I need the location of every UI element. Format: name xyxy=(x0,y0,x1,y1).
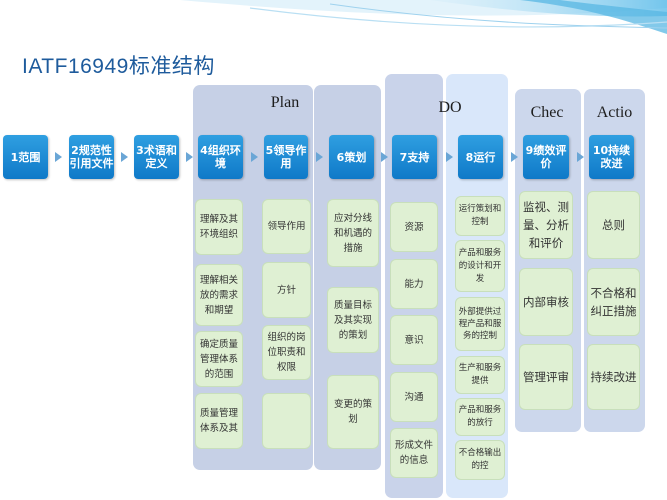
arrow-5-6 xyxy=(316,152,323,162)
c7-sub-1: 资源 xyxy=(390,202,438,252)
c7-sub-3: 意识 xyxy=(390,315,438,365)
arrow-7-8 xyxy=(446,152,453,162)
phase-act-label: Actio xyxy=(596,104,633,121)
c10-sub-3: 持续改进 xyxy=(587,344,640,410)
c6-sub-1: 应对分线和机遇的措施 xyxy=(327,199,379,267)
clause-6-box: 6策划 xyxy=(329,135,374,179)
c8-sub-5: 产品和服务的放行 xyxy=(455,398,505,436)
c4-sub-2: 理解相关放的需求和期望 xyxy=(195,264,243,326)
c8-sub-1: 运行策划和控制 xyxy=(455,196,505,236)
arrow-4-5 xyxy=(251,152,258,162)
phase-check-label: Chec xyxy=(530,104,564,121)
c10-sub-1: 总则 xyxy=(587,191,640,259)
arrow-8-9 xyxy=(511,152,518,162)
phase-plan-label: Plan xyxy=(270,94,300,111)
arrow-9-10 xyxy=(577,152,584,162)
arrow-6-7 xyxy=(381,152,388,162)
c5-sub-4 xyxy=(262,393,311,449)
clause-10-box: 10持续改进 xyxy=(589,135,634,179)
arrow-1-2 xyxy=(55,152,62,162)
c5-sub-3: 组织的岗位职责和权限 xyxy=(262,325,311,380)
arrow-3-4 xyxy=(186,152,193,162)
c8-sub-2: 产品和服务的设计和开发 xyxy=(455,240,505,292)
phase-do-label: DO xyxy=(438,99,462,116)
c7-sub-5: 形成文件的信息 xyxy=(390,428,438,478)
c8-sub-3: 外部提供过程产品和服务的控制 xyxy=(455,297,505,351)
c4-sub-1: 理解及其环境组织 xyxy=(195,199,243,255)
c7-sub-4: 沟通 xyxy=(390,372,438,422)
c8-sub-4: 生产和服务提供 xyxy=(455,356,505,394)
c8-sub-6: 不合格输出的控 xyxy=(455,440,505,480)
c6-sub-2: 质量目标及其实现的策划 xyxy=(327,287,379,353)
c4-sub-4: 质量管理体系及其 xyxy=(195,393,243,449)
c6-sub-3: 变更的策划 xyxy=(327,375,379,449)
clause-3-box: 3术语和定义 xyxy=(134,135,179,179)
c10-sub-2: 不合格和纠正措施 xyxy=(587,268,640,336)
clause-9-box: 9绩效评价 xyxy=(523,135,569,179)
clause-5-box: 5领导作用 xyxy=(264,135,308,179)
c7-sub-2: 能力 xyxy=(390,259,438,309)
page-title: IATF16949标准结构 xyxy=(22,55,215,78)
c9-sub-1: 监视、测量、分析和评价 xyxy=(519,191,573,259)
clause-7-box: 7支持 xyxy=(392,135,437,179)
clause-2-box: 2规范性引用文件 xyxy=(69,135,114,179)
c5-sub-1: 领导作用 xyxy=(262,199,311,254)
clause-8-box: 8运行 xyxy=(458,135,503,179)
c4-sub-3: 确定质量管理体系的范围 xyxy=(195,331,243,387)
c9-sub-3: 管理评审 xyxy=(519,344,573,410)
clause-1-box: 1范围 xyxy=(3,135,48,179)
arrow-2-3 xyxy=(121,152,128,162)
clause-4-box: 4组织环境 xyxy=(198,135,243,179)
c5-sub-2: 方针 xyxy=(262,262,311,318)
c9-sub-2: 内部审核 xyxy=(519,268,573,336)
header-decoration xyxy=(180,0,667,34)
